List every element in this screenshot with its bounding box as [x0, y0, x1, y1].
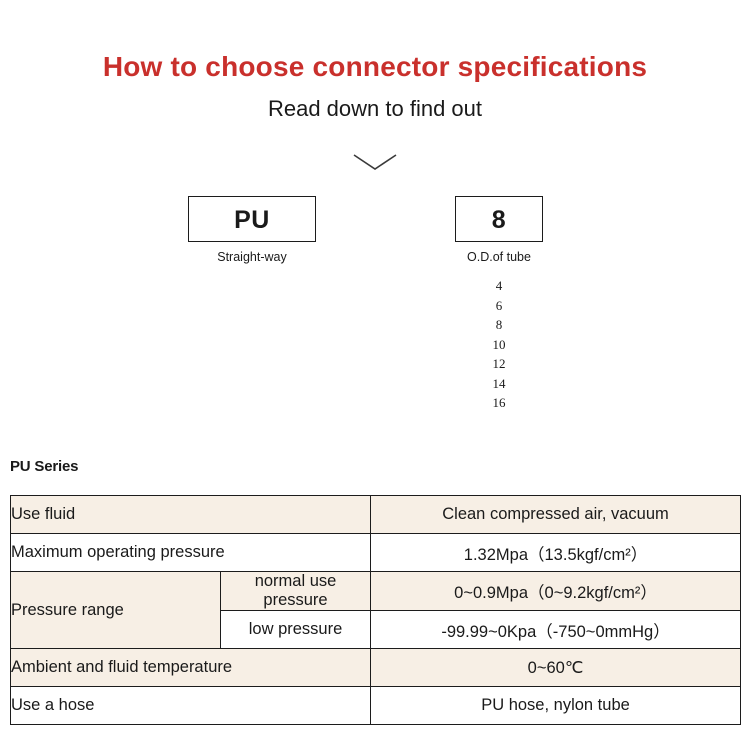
- page-subtitle: Read down to find out: [267, 95, 483, 121]
- table-cell-value: Clean compressed air, vacuum: [370, 495, 742, 534]
- code-box-pu: PU: [188, 196, 316, 242]
- code-option: 12: [492, 356, 506, 371]
- chevron-down-icon-wrap: [0, 152, 750, 182]
- table-cell-value: 1.32Mpa（13.5kgf/cm²）: [370, 533, 742, 572]
- table-cell-value: 0~60℃: [370, 648, 742, 687]
- code-group-straight-way: PU Straight-way: [188, 196, 316, 276]
- table-cell-value: PU hose, nylon tube: [370, 686, 742, 725]
- table-cell-value: -99.99~0Kpa（-750~0mmHg）: [370, 610, 742, 649]
- chevron-down-icon: [353, 154, 397, 170]
- table-cell-label: Maximum operating pressure: [9, 533, 372, 572]
- table-cell-sub-label: low pressure: [219, 610, 372, 649]
- code-box-od: 8: [455, 196, 543, 242]
- code-option: 4: [495, 278, 503, 293]
- table-row: low pressure-99.99~0Kpa（-750~0mmHg）: [11, 610, 742, 649]
- table-cell-label: Pressure range: [10, 571, 221, 649]
- page-header: How to choose connector specifications R…: [0, 0, 750, 121]
- page-title: How to choose connector specifications: [102, 51, 648, 82]
- code-option: 8: [495, 317, 503, 332]
- code-group-od-of-tube: 8 O.D.of tube 4 6 8 10 12 14 16: [455, 196, 543, 413]
- code-option: 6: [495, 297, 503, 313]
- table-cell-label: Ambient and fluid temperature: [9, 648, 372, 687]
- code-caption-od: O.D.of tube: [467, 250, 531, 264]
- code-option: 10: [492, 336, 506, 352]
- table-cell-value: 0~0.9Mpa（0~9.2kgf/cm²）: [370, 571, 742, 611]
- code-option: 16: [492, 395, 506, 410]
- table-cell-label: Use fluid: [9, 495, 372, 534]
- table-cell-label: Use a hose: [9, 686, 372, 725]
- table-cell-sub-label: normal use pressure: [219, 571, 372, 611]
- code-option: 14: [492, 375, 506, 391]
- series-heading: PU Series: [10, 458, 79, 475]
- code-options-od: 4 6 8 10 12 14 16: [455, 276, 543, 413]
- code-caption-pu: Straight-way: [217, 250, 287, 264]
